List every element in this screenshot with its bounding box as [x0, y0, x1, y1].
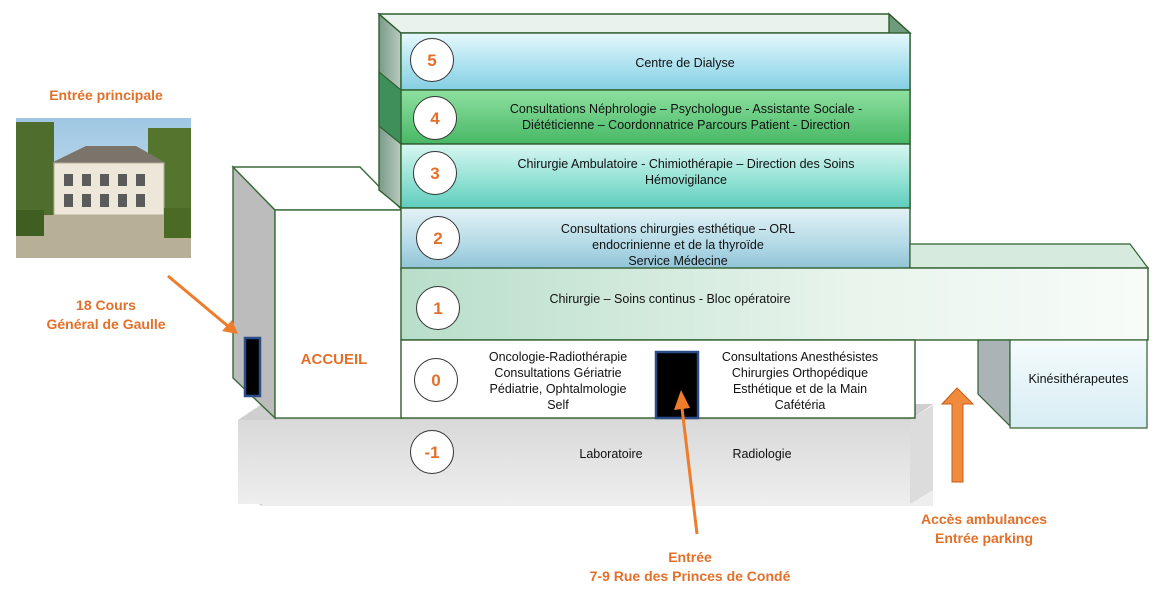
- floor-minus1-right-label: Radiologie: [732, 447, 792, 461]
- floor-3-label: Chirurgie Ambulatoire - Chimiothérapie –…: [517, 157, 855, 187]
- floor-0-left-label: Oncologie-Radiothérapie Consultations Gé…: [488, 350, 628, 412]
- main-entrance-address: 18 Cours Général de Gaulle: [46, 297, 166, 332]
- orange-arrow-icon: [167, 274, 238, 334]
- floor-minus1-left-label: Laboratoire: [579, 447, 643, 461]
- ambulance-arrow-icon: [940, 387, 975, 483]
- floor-4-number: 4: [413, 96, 457, 140]
- floor-2-number: 2: [416, 216, 460, 260]
- main-entrance-title: Entrée principale: [49, 87, 163, 103]
- kine-annex: [977, 339, 1148, 429]
- accueil-block: [231, 165, 404, 420]
- floor-3-number: 3: [413, 151, 457, 195]
- orange-arrow-icon: [674, 390, 699, 535]
- floor-5-label: Centre de Dialyse: [635, 56, 735, 70]
- kine-label: Kinésithérapeutes: [1028, 372, 1129, 386]
- floor-0-right-label: Consultations Anesthésistes Chirurgies O…: [721, 350, 879, 412]
- side-door-icon: [243, 336, 262, 398]
- floor-0-number: 0: [414, 358, 458, 402]
- bottom-entrance-label: Entrée 7-9 Rue des Princes de Condé: [589, 549, 791, 584]
- floor-minus1-number: -1: [410, 430, 454, 474]
- floor-4-label: Consultations Néphrologie – Psychologue …: [509, 102, 863, 132]
- floor-5-number: 5: [410, 38, 454, 82]
- floor-2-label: Consultations chirurgies esthétique – OR…: [560, 222, 796, 268]
- building-photo: [16, 118, 191, 258]
- accueil-label: ACCUEIL: [300, 351, 368, 368]
- ambulance-access-label: Accès ambulances Entrée parking: [920, 511, 1048, 546]
- floor-1-number: 1: [416, 286, 460, 330]
- floor-1-label: Chirurgie – Soins continus - Bloc opérat…: [549, 292, 791, 306]
